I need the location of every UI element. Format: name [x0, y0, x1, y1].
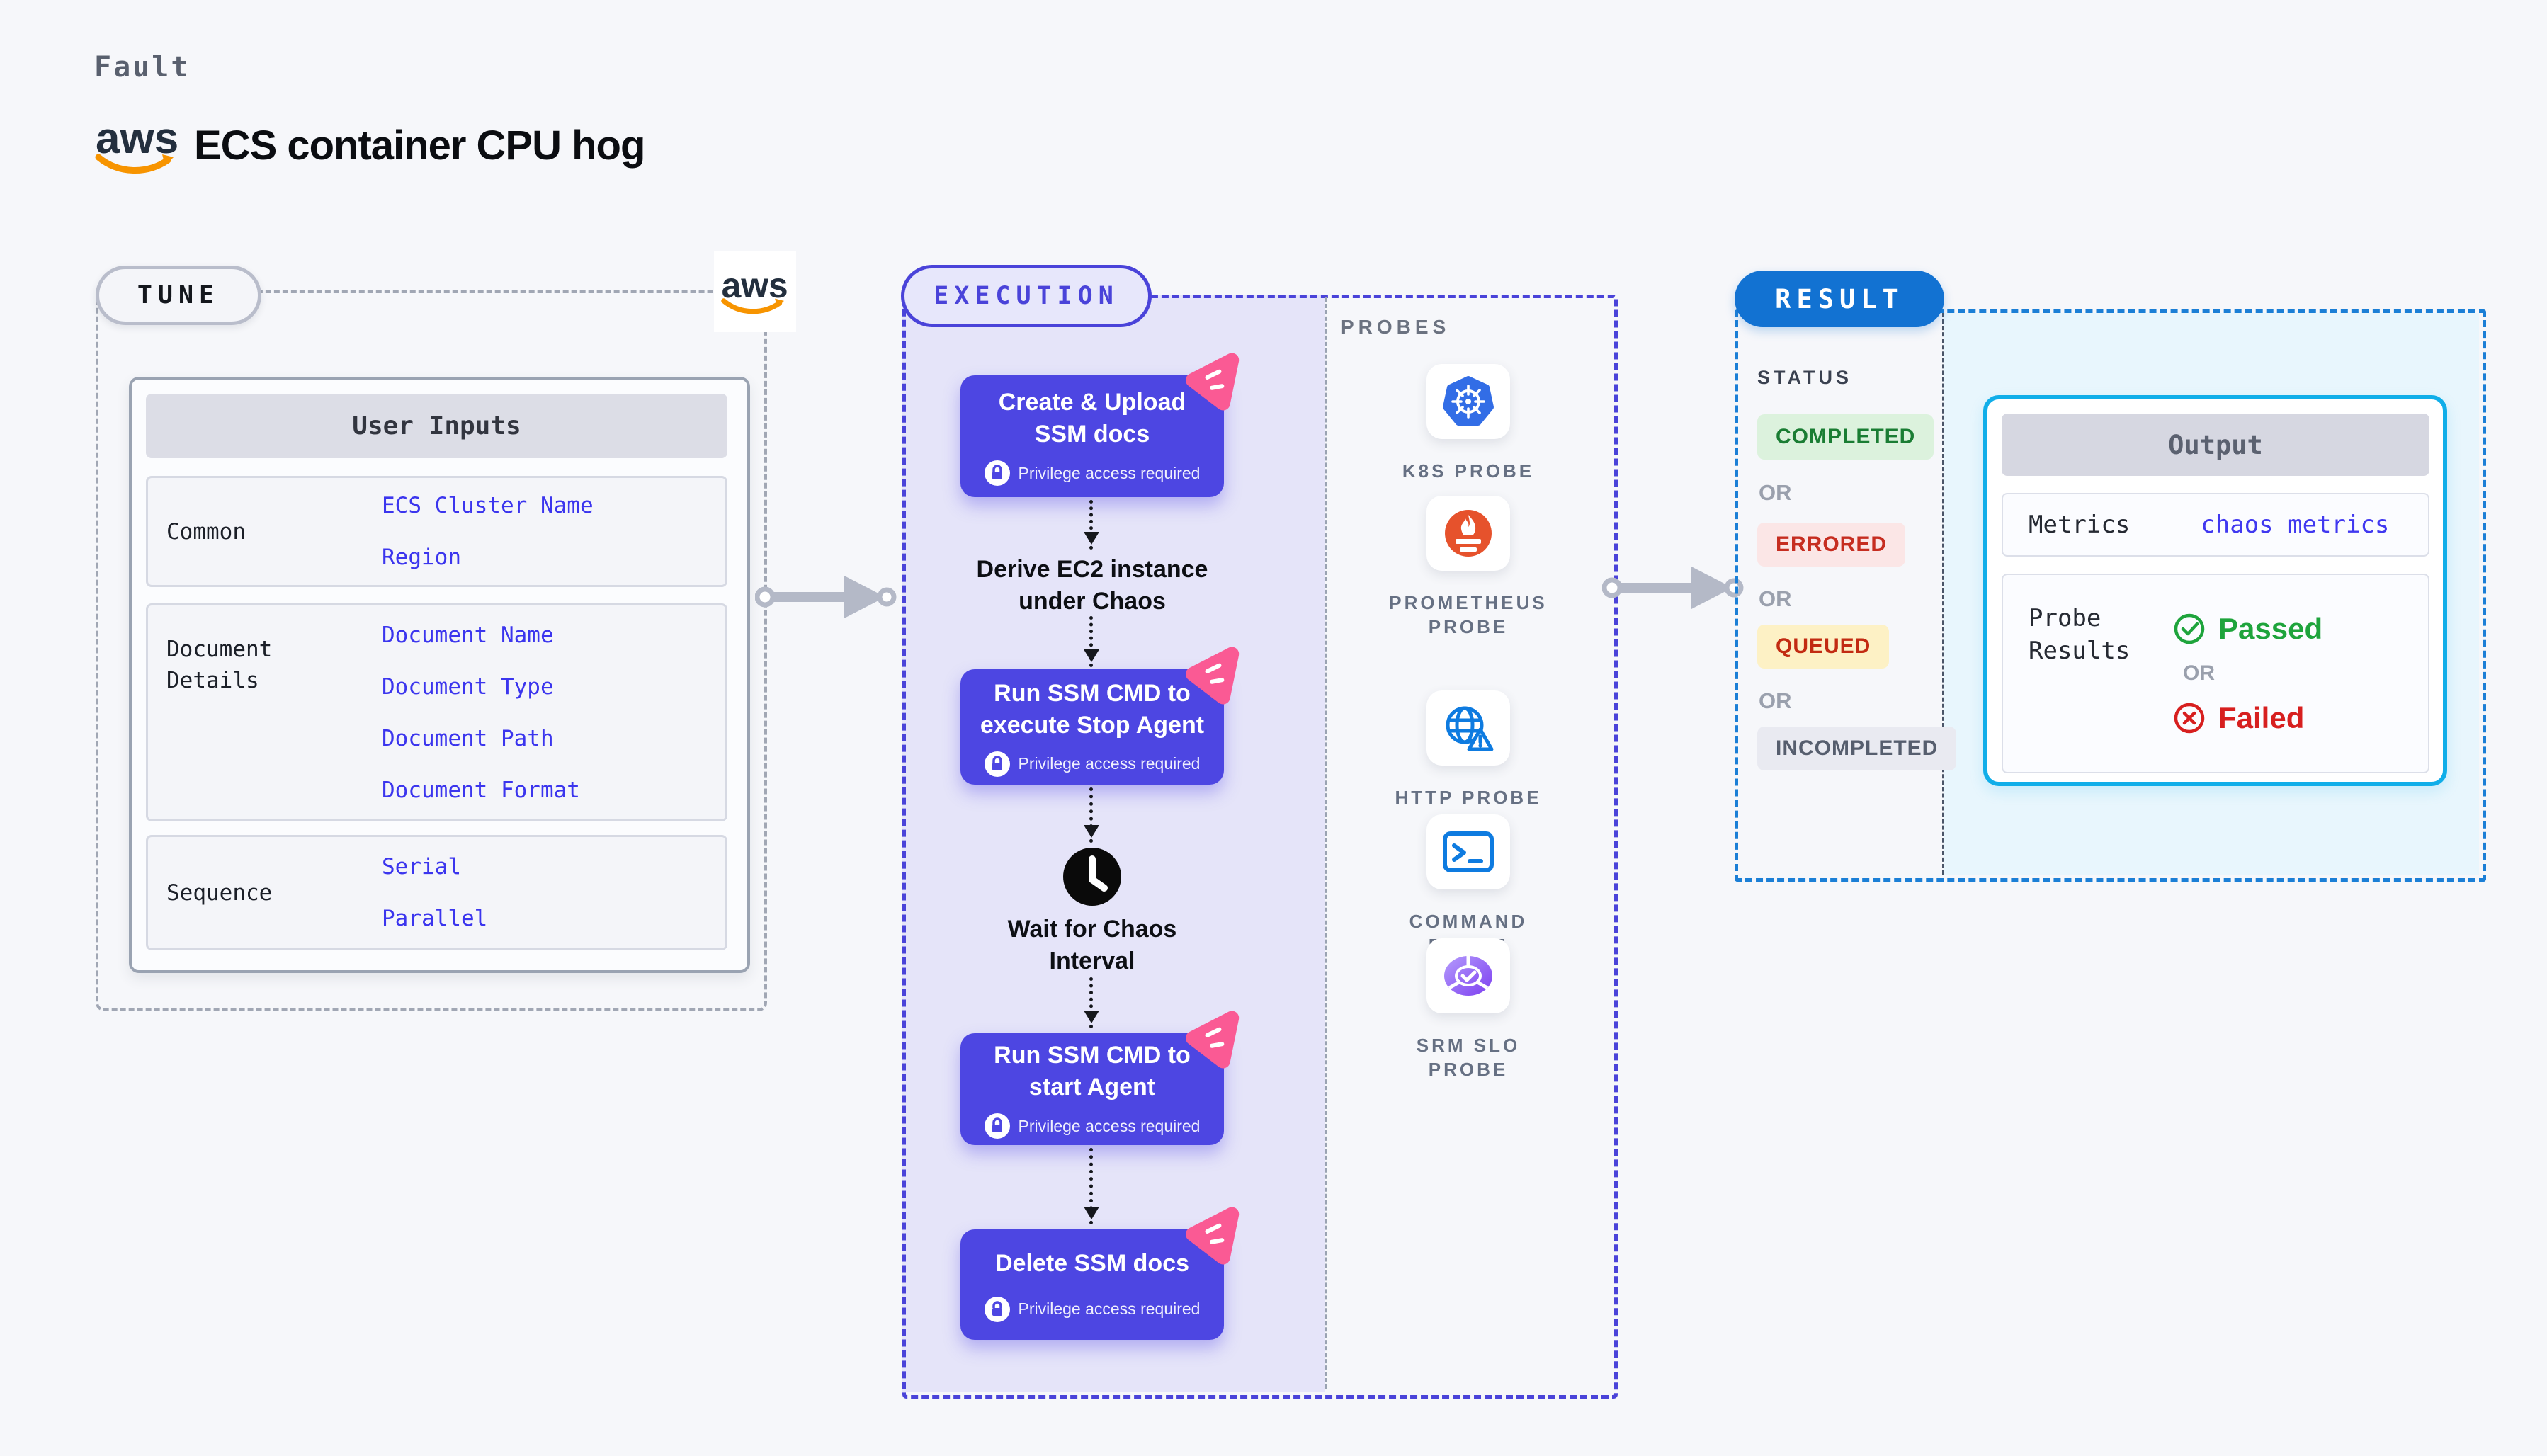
execution-pill[interactable]: EXECUTION: [901, 265, 1152, 327]
privilege-badge: Privilege access required: [1018, 463, 1201, 482]
k8s-icon: [1443, 376, 1494, 426]
status-badge-queued: QUEUED: [1757, 625, 1890, 669]
flow-arrow: [1084, 787, 1099, 843]
node-title: Run SSM CMD to start Agent: [994, 1042, 1191, 1100]
link-serial[interactable]: Serial: [382, 854, 461, 880]
probe-card-srm-slo[interactable]: [1426, 938, 1510, 1013]
row-label: Common: [166, 518, 246, 545]
link-document-path[interactable]: Document Path: [382, 725, 554, 751]
table-row-common: Common ECS Cluster Name Region: [146, 476, 727, 587]
chaos-spark-icon: [1185, 1207, 1240, 1265]
aws-icon: aws: [721, 266, 788, 314]
probes-divider: [1325, 297, 1327, 1389]
x-circle-icon: [2174, 703, 2205, 734]
chaos-metrics-link[interactable]: chaos metrics: [2201, 511, 2390, 539]
clock-icon: [1063, 848, 1121, 906]
chaos-spark-icon: [1185, 353, 1240, 411]
flow-arrow: [1084, 977, 1099, 1028]
tune-to-execution-arrow: [755, 576, 897, 618]
flow-arrow: [1084, 616, 1099, 667]
row-label: Document Details: [166, 637, 273, 693]
node-title: Delete SSM docs: [995, 1249, 1189, 1277]
result-section-frame: [1735, 309, 2486, 882]
flow-node-run-ssm-stop-agent[interactable]: Run SSM CMD to execute Stop Agent Privil…: [960, 647, 1240, 785]
passed-result: Passed: [2173, 612, 2428, 646]
link-parallel[interactable]: Parallel: [382, 906, 488, 931]
probe-label-prometheus: PROMETHEUS PROBE: [1389, 592, 1548, 637]
probes-heading: PROBES: [1341, 316, 1451, 338]
result-divider: [1942, 313, 1944, 875]
wait-for-chaos-step: Wait for Chaos Interval: [1007, 916, 1177, 974]
row-label: Sequence: [166, 880, 273, 906]
status-badge-completed: COMPLETED: [1757, 414, 1934, 460]
failed-label: Failed: [2218, 701, 2305, 734]
user-inputs-header: User Inputs: [146, 394, 727, 458]
check-circle-icon: [2174, 613, 2205, 644]
status-badge-incompleted: INCOMPLETED: [1757, 727, 1957, 770]
chaos-spark-icon: [1185, 1011, 1240, 1069]
http-probe-icon: [1446, 706, 1494, 751]
tune-section-frame: [96, 290, 767, 1011]
metrics-label: Metrics: [2029, 511, 2131, 539]
link-document-type[interactable]: Document Type: [382, 673, 554, 700]
chaos-spark-icon: [1185, 647, 1240, 705]
probe-label-http: HTTP PROBE: [1395, 787, 1542, 808]
result-pill[interactable]: RESULT: [1735, 271, 1944, 327]
svg-text:aws: aws: [722, 266, 788, 305]
execution-section-frame: [902, 295, 1618, 1399]
lock-icon: [984, 1113, 1010, 1139]
probe-results-label: Probe Results: [2029, 604, 2131, 665]
table-row-document-details: Document Details Document Name Document …: [146, 603, 727, 821]
table-row-sequence: Sequence Serial Parallel: [146, 835, 727, 950]
probe-card-prometheus[interactable]: [1426, 496, 1510, 571]
passed-label: Passed: [2218, 612, 2323, 645]
flow-node-run-ssm-start-agent[interactable]: Run SSM CMD to start Agent Privilege acc…: [960, 1011, 1240, 1145]
flow-arrow: [1084, 1148, 1099, 1224]
metrics-row: Metrics chaos metrics: [2002, 493, 2429, 557]
execution-to-result-arrow: [1602, 567, 1744, 609]
aws-logo-text: aws: [96, 114, 178, 163]
fault-label: Fault: [94, 51, 191, 84]
link-document-name[interactable]: Document Name: [382, 622, 554, 648]
output-header: Output: [2002, 414, 2429, 476]
lock-icon: [984, 751, 1010, 777]
flow-node-delete-ssm-docs[interactable]: Delete SSM docs Privilege access require…: [960, 1207, 1240, 1340]
flow-node-create-upload-ssm-docs[interactable]: Create & Upload SSM docs Privilege acces…: [960, 353, 1240, 497]
link-document-format[interactable]: Document Format: [382, 777, 580, 803]
tune-pill[interactable]: TUNE: [96, 266, 261, 325]
link-region[interactable]: Region: [382, 545, 461, 570]
srm-slo-icon: [1444, 956, 1492, 996]
probe-label-k8s: K8S PROBE: [1402, 460, 1535, 482]
privilege-badge: Privilege access required: [1018, 754, 1201, 773]
status-heading: STATUS: [1757, 367, 1852, 388]
privilege-badge: Privilege access required: [1018, 1299, 1201, 1318]
status-badge-errored: ERRORED: [1757, 523, 1906, 567]
lock-icon: [984, 1296, 1010, 1322]
probe-card-command[interactable]: [1426, 814, 1510, 889]
probe-card-k8s[interactable]: [1426, 364, 1510, 439]
page-title: ECS container CPU hog: [194, 123, 645, 169]
lock-icon: [984, 460, 1010, 486]
or-separator: OR: [2183, 661, 2215, 685]
link-ecs-cluster-name[interactable]: ECS Cluster Name: [382, 493, 594, 518]
or-separator: OR: [1759, 688, 1792, 713]
privilege-badge: Privilege access required: [1018, 1116, 1201, 1135]
flow-arrow: [1084, 500, 1099, 550]
prometheus-icon: [1445, 510, 1492, 557]
node-title: Run SSM CMD to execute Stop Agent: [980, 679, 1205, 739]
or-separator: OR: [1759, 480, 1792, 505]
node-title: Create & Upload SSM docs: [998, 389, 1186, 448]
probe-card-http[interactable]: [1426, 690, 1510, 766]
command-probe-icon: [1443, 831, 1494, 872]
aws-logo: aws: [95, 114, 178, 174]
probe-label-srm-slo: SRM SLO PROBE: [1416, 1035, 1521, 1080]
probe-results-row: Probe Results Passed OR Failed: [2002, 574, 2429, 773]
aws-corner-logo: aws: [714, 251, 796, 332]
or-separator: OR: [1759, 586, 1792, 611]
failed-result: Failed: [2173, 701, 2428, 735]
derive-ec2-step: Derive EC2 instance under Chaos: [976, 556, 1208, 615]
